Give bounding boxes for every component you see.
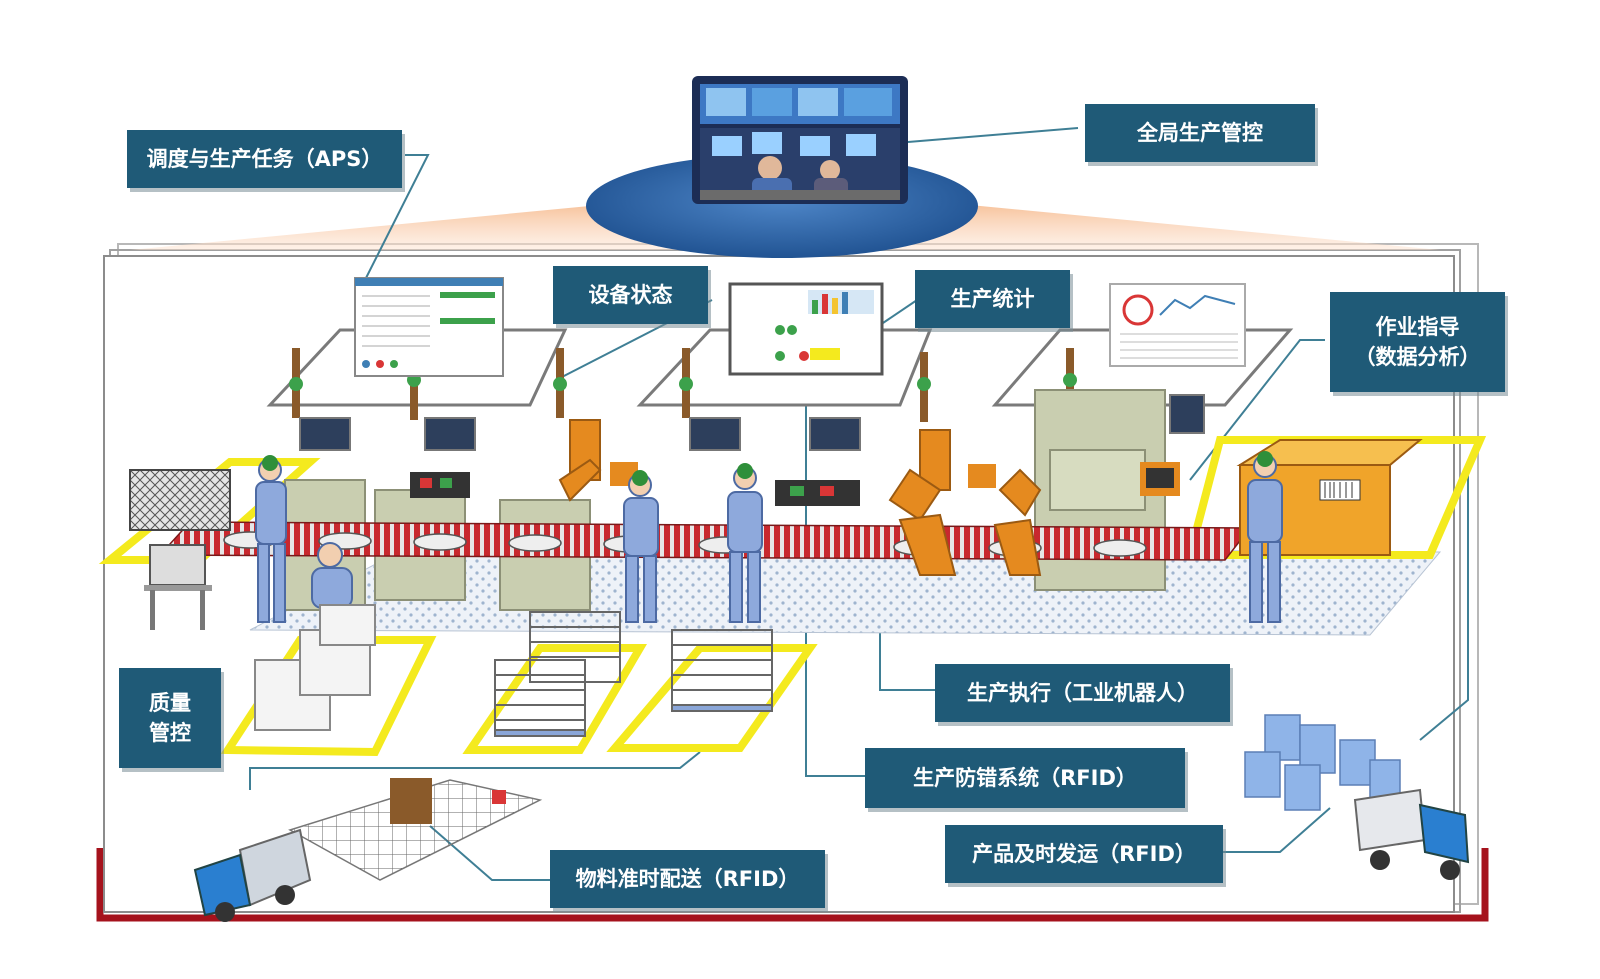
distribution-buildings: [1244, 714, 1401, 811]
aps-screen: [354, 277, 504, 377]
label-error-proofing: 生产防错系统（RFID）: [865, 748, 1185, 808]
label-material-delivery: 物料准时配送（RFID）: [550, 850, 825, 908]
label-work-guidance: 作业指导 （数据分析）: [1330, 292, 1505, 392]
worker-caps: [262, 451, 1273, 486]
industrial-robots: [558, 419, 1042, 576]
label-production-stats: 生产统计: [915, 270, 1070, 328]
label-scheduling-aps: 调度与生产任务（APS）: [127, 130, 402, 188]
material-carts: [494, 611, 773, 737]
inspection-station: [129, 469, 231, 630]
label-production-execution: 生产执行（工业机器人）: [935, 664, 1230, 722]
delivery-truck-right: [1353, 788, 1470, 880]
worker-3: [727, 466, 763, 623]
worker-seated: [311, 542, 353, 609]
product-boxes: [254, 604, 376, 731]
label-product-shipping: 产品及时发运（RFID）: [945, 825, 1223, 883]
workstation-monitors: [299, 394, 1205, 451]
connector-lines: [249, 127, 1469, 881]
delivery-truck-left: [193, 828, 312, 922]
label-equipment-status: 设备状态: [553, 266, 708, 324]
label-global-control: 全局生产管控: [1085, 104, 1315, 162]
control-room-image: [586, 76, 978, 258]
hanging-poles: [289, 348, 1077, 422]
label-quality-control: 质量 管控: [119, 668, 221, 768]
analysis-screen: [1109, 283, 1246, 367]
stats-screen: [728, 282, 884, 376]
material-warehouse: [288, 778, 543, 881]
